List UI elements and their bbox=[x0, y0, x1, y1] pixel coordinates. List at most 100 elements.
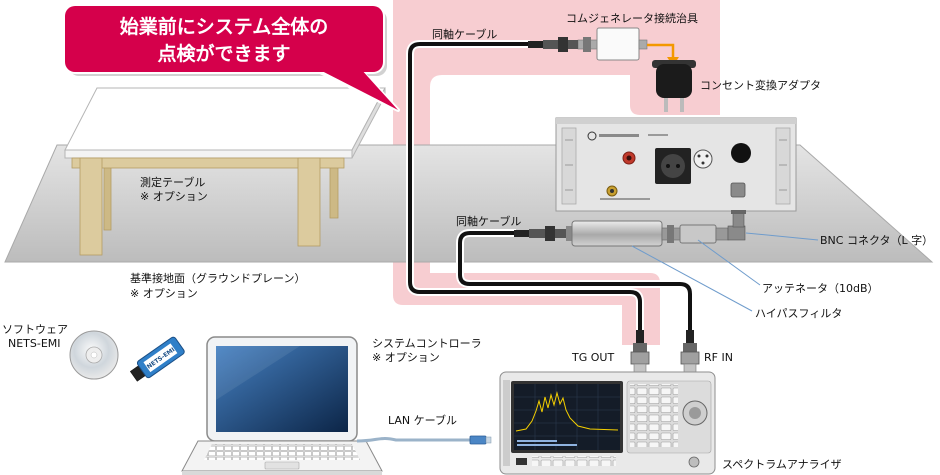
leader-line-bnc bbox=[745, 232, 819, 241]
coax-cable-top bbox=[406, 40, 644, 334]
connector-nut bbox=[630, 351, 650, 365]
label-software-name: NETS-EMI bbox=[8, 337, 61, 350]
coupler-nut bbox=[667, 225, 674, 243]
label-system-controller: システムコントローラ bbox=[372, 337, 482, 350]
analyzer-usb-port bbox=[516, 458, 527, 465]
analyzer-rotary-knob-center bbox=[689, 407, 701, 419]
laptop-keyboard bbox=[204, 444, 360, 460]
analyzer-screen bbox=[514, 384, 620, 450]
connector-tip bbox=[633, 363, 647, 373]
coax-cable-mid bbox=[456, 229, 694, 334]
analyzer-keypad bbox=[630, 384, 678, 447]
panel-pin bbox=[701, 161, 705, 165]
analyzer-screen-grid bbox=[514, 384, 620, 450]
label-outlet-adapter: コンセント変換アダプタ bbox=[700, 78, 821, 92]
laptop-screen-glare bbox=[216, 346, 300, 400]
panel-top-lip bbox=[556, 118, 796, 124]
adapter-body bbox=[656, 64, 692, 98]
panel-red-connector-core bbox=[626, 155, 632, 161]
panel-three-pin-connector bbox=[693, 149, 713, 169]
jig-right-connector bbox=[638, 39, 648, 50]
connector-body bbox=[683, 343, 697, 353]
coax-cable-top-line bbox=[408, 42, 642, 334]
analyzer-screen-readout bbox=[517, 444, 577, 446]
laptop bbox=[181, 336, 383, 475]
panel-print-line bbox=[599, 134, 639, 137]
label-rf-in: RF IN bbox=[704, 351, 733, 364]
callout-tail bbox=[316, 68, 398, 110]
bnc-l-horizontal bbox=[727, 225, 746, 241]
coax-connector-mid bbox=[514, 226, 566, 241]
panel-rail-left bbox=[561, 127, 577, 205]
label-ground-plane-option: ※ オプション bbox=[130, 287, 198, 300]
connector-nut bbox=[558, 37, 568, 52]
label-highpass-filter: ハイパスフィルタ bbox=[755, 307, 842, 320]
label-bnc-connector: BNC コネクタ（L 字） bbox=[820, 233, 933, 247]
check-path-highlight bbox=[393, 0, 720, 345]
callout-bubble: 始業前にシステム全体の 点検ができます bbox=[63, 4, 400, 112]
lan-cable bbox=[356, 435, 492, 445]
highpass-filter-body bbox=[571, 220, 663, 247]
leader-line-attenuator bbox=[697, 239, 761, 286]
panel-print-line bbox=[648, 134, 668, 136]
callout-line-1: 始業前にシステム全体の bbox=[120, 15, 328, 38]
connector-nut bbox=[545, 226, 555, 241]
panel-small-port bbox=[730, 182, 746, 198]
leader-line-highpass bbox=[631, 245, 753, 312]
coax-connector-top bbox=[528, 37, 578, 52]
panel-socket-hole bbox=[676, 164, 680, 168]
laptop-front-lip bbox=[182, 471, 382, 475]
label-lan-cable: LAN ケーブル bbox=[388, 413, 457, 427]
spectrum-analyzer bbox=[499, 371, 716, 475]
laptop-touchpad bbox=[264, 461, 300, 470]
adapter-prong-left bbox=[664, 98, 668, 112]
label-system-controller-option: ※ オプション bbox=[372, 351, 440, 364]
lan-cable-line bbox=[356, 436, 470, 443]
table-front-leg-left bbox=[79, 157, 103, 256]
connector-boot bbox=[686, 330, 694, 344]
label-measurement-table-option: ※ オプション bbox=[140, 190, 208, 203]
adapter-prong-right bbox=[680, 98, 684, 112]
lan-cable-plug bbox=[469, 435, 487, 445]
usb-label-area bbox=[143, 343, 178, 373]
label-attenuator: アッテネータ（10dB） bbox=[762, 282, 879, 295]
label-spectrum-analyzer: スペクトラムアナライザ bbox=[722, 458, 842, 471]
analyzer-screen-readout bbox=[517, 440, 557, 442]
analyzer-spectrum-trace bbox=[515, 391, 619, 432]
label-tg-out: TG OUT bbox=[571, 351, 614, 364]
tg-out-connector bbox=[630, 330, 650, 373]
highpass-filter-cap bbox=[566, 226, 574, 241]
table-top-front-edge bbox=[64, 149, 353, 159]
panel-rail-right bbox=[775, 127, 791, 205]
software-cd bbox=[69, 330, 119, 380]
callout-line-2: 点検ができます bbox=[157, 42, 290, 65]
panel-bnc-port-core bbox=[610, 189, 614, 193]
connector-body bbox=[633, 343, 647, 353]
label-ground-plane: 基準接地面（グラウンドプレーン） bbox=[130, 271, 305, 285]
table-front-leg-right bbox=[297, 157, 321, 247]
panel-rail-grooves bbox=[565, 139, 787, 191]
panel-socket-hole bbox=[666, 164, 670, 168]
connection-panel bbox=[555, 117, 797, 212]
jig-body bbox=[596, 27, 640, 61]
panel-print-line bbox=[600, 198, 650, 200]
callout-body bbox=[65, 6, 383, 72]
panel-logo-icon bbox=[587, 131, 597, 141]
table-top bbox=[64, 87, 386, 151]
attenuator-bnc-coupler bbox=[715, 227, 729, 241]
label-software: ソフトウェア bbox=[2, 323, 68, 336]
connector-tip bbox=[683, 363, 697, 373]
connector-boot bbox=[636, 330, 644, 344]
label-measurement-table: 測定テーブル bbox=[140, 175, 205, 189]
bnc-l-cap bbox=[731, 210, 746, 214]
connector-boot bbox=[528, 41, 544, 48]
bnc-l-vertical bbox=[732, 211, 745, 228]
measurement-table bbox=[64, 87, 386, 256]
connector-nut bbox=[680, 351, 700, 365]
analyzer-bottom-buttons bbox=[532, 456, 616, 466]
analyzer-power-button bbox=[688, 456, 700, 468]
label-comb-generator-jig: コムジェネレータ接続治具 bbox=[566, 11, 698, 25]
orange-arrow-line bbox=[647, 43, 675, 58]
panel-pin bbox=[697, 154, 701, 158]
